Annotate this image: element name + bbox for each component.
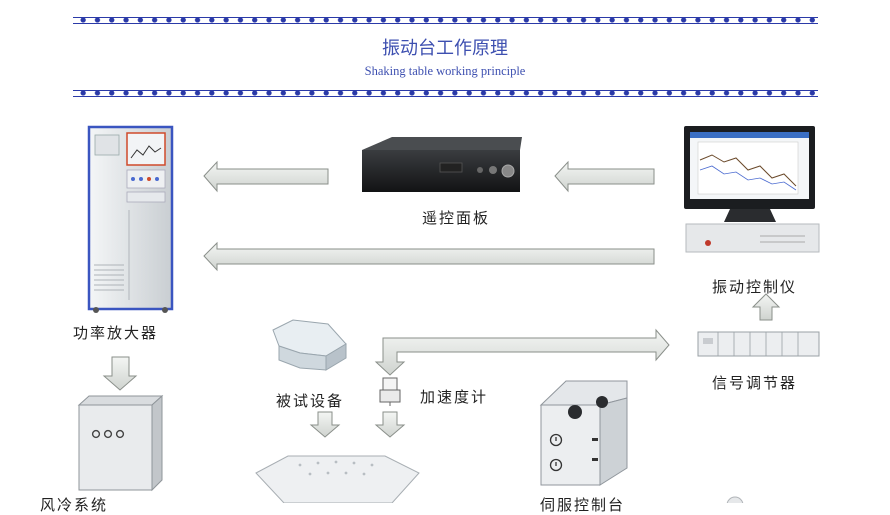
label-device-under-test: 被试设备 (276, 392, 345, 410)
diagram-canvas (77, 125, 820, 503)
device-under-test (272, 319, 347, 371)
label-cooling-blower: 风冷系统 (40, 496, 109, 514)
arrow-amplifier-to-blower (102, 356, 138, 391)
label-accelerometer: 加速度计 (420, 388, 489, 406)
cooling-blower-box (77, 394, 164, 492)
arrow-remote-to-amplifier (203, 160, 329, 193)
arrow-conditioner-to-controller (751, 293, 781, 321)
vibration-controller-pc (684, 126, 820, 253)
arrow-accelerometer-to-conditioner (374, 328, 670, 376)
pressure-gauge-icon (726, 496, 744, 503)
label-vibration-controller: 振动控制仪 (712, 278, 798, 296)
remote-panel-box (362, 137, 522, 192)
power-amplifier-cabinet (87, 125, 174, 313)
label-power-amplifier: 功率放大器 (73, 324, 159, 342)
accelerometer-sensor (379, 377, 401, 406)
signal-conditioner-rack (697, 331, 820, 357)
servo-console (539, 380, 628, 486)
page-title: 振动台工作原理 (382, 38, 508, 59)
shaking-table (255, 455, 420, 503)
page-subtitle: Shaking table working principle (364, 64, 526, 78)
label-servo-console: 伺服控制台 (540, 496, 626, 514)
label-signal-conditioner: 信号调节器 (712, 374, 798, 392)
arrow-dut-to-table (309, 411, 341, 438)
arrow-controller-to-remote (554, 160, 655, 193)
arrow-accelerometer-to-table (374, 411, 406, 438)
label-remote-panel: 遥控面板 (422, 209, 491, 227)
arrow-controller-to-amplifier (203, 241, 655, 272)
